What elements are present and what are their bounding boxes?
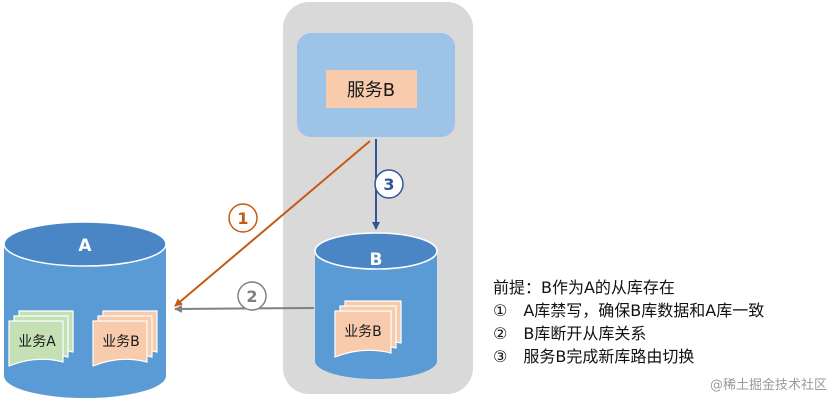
doc-stack-business-a xyxy=(8,310,74,367)
note-step-2: ② B库断开从库关系 xyxy=(493,324,647,343)
database-a-label: A xyxy=(78,236,92,256)
step-2-badge xyxy=(237,281,267,311)
note-step-3: ③ 服务B完成新库路由切换 xyxy=(493,347,695,366)
step-2-number: 2 xyxy=(246,287,257,306)
note-premise: 前提：B作为A的从库存在 xyxy=(493,278,675,297)
doc-label-business-b-in-b: 业务B xyxy=(344,324,382,340)
step-3-badge xyxy=(374,169,404,199)
service-b-label: 服务B xyxy=(347,80,395,101)
notes-panel: 前提：B作为A的从库存在 ① A库禁写，确保B库数据和A库一致 ② B库断开从库… xyxy=(493,276,833,368)
doc-label-business-b-in-a: 业务B xyxy=(102,334,140,350)
step-1-number: 1 xyxy=(237,209,248,228)
doc-label-business-a: 业务A xyxy=(18,334,56,350)
arrow-step-1 xyxy=(174,140,371,307)
doc-stack-business-b-in-b xyxy=(334,300,402,358)
note-step-1: ① A库禁写，确保B库数据和A库一致 xyxy=(493,301,765,320)
step-1-badge xyxy=(228,203,258,233)
doc-stack-business-b-in-a xyxy=(92,310,158,367)
database-b-label: B xyxy=(370,250,383,270)
watermark: @稀土掘金技术社区 xyxy=(709,378,827,393)
step-3-number: 3 xyxy=(383,175,394,194)
service-b-label-box xyxy=(326,70,417,108)
